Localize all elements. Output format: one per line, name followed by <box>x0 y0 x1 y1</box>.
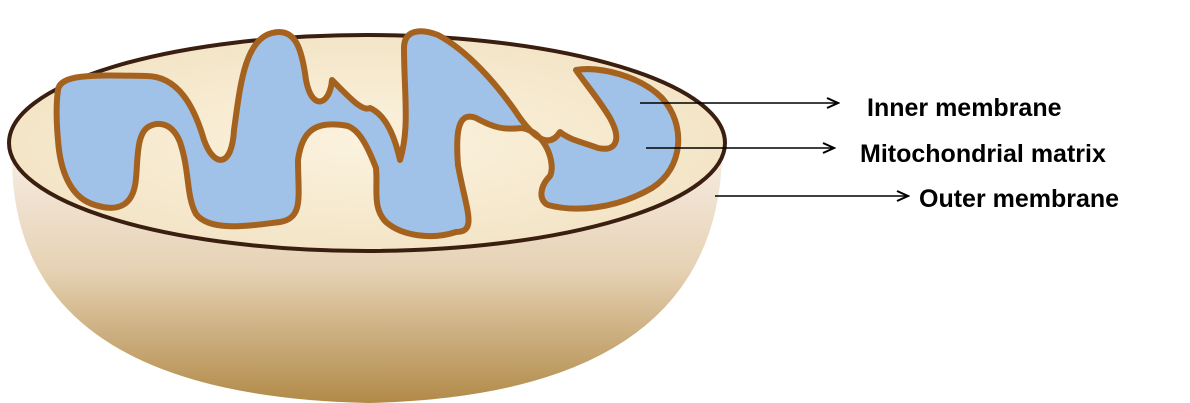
outer-membrane-label: Outer membrane <box>919 187 1119 212</box>
inner-membrane-label: Inner membrane <box>867 96 1062 121</box>
mitochondrial-matrix-label: Mitochondrial matrix <box>860 142 1106 167</box>
